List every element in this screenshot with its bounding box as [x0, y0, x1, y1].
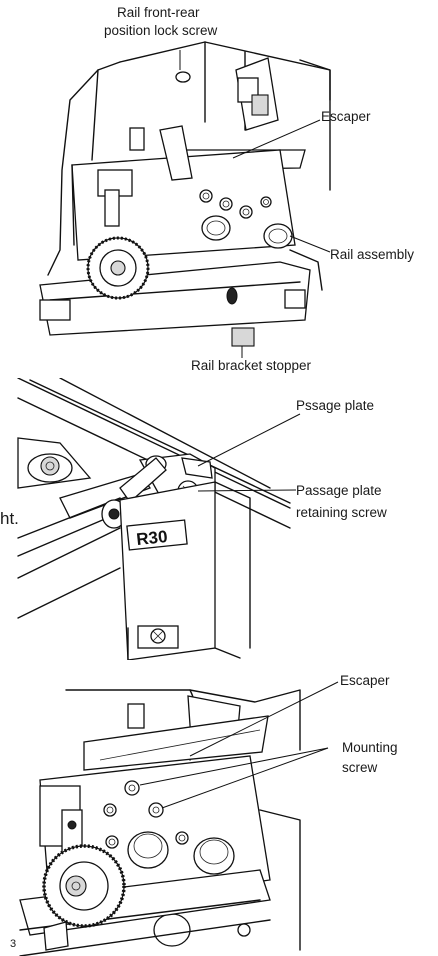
label-retaining-screw-line1: Passage plate — [296, 483, 382, 498]
figure-escaper-mounting: Escaper Mounting screw 3 — [0, 660, 438, 956]
rail-assembly-drawing — [39, 41, 331, 358]
plate-marking: R30 — [135, 527, 168, 549]
label-escaper-2: Escaper — [340, 673, 390, 688]
label-mounting-screw-line1: Mounting — [342, 740, 398, 755]
label-lock-screw-line2: position lock screw — [104, 23, 218, 38]
label-mounting-screw-line2: screw — [342, 760, 378, 775]
corner-mark: 3 — [10, 938, 17, 950]
label-rail-bracket-stopper: Rail bracket stopper — [191, 358, 312, 373]
label-rail-assembly: Rail assembly — [330, 247, 415, 262]
figure-passage-plate: R30 ht. Pssage plate Passage plate retai… — [0, 378, 438, 660]
cut-off-text: ht. — [0, 509, 19, 528]
label-escaper: Escaper — [321, 109, 371, 124]
figure-rail-assembly: Rail front-rear position lock screw Esca… — [0, 0, 438, 380]
escaper-mounting-drawing — [19, 681, 339, 956]
passage-plate-drawing: R30 — [17, 378, 301, 660]
label-retaining-screw-line2: retaining screw — [296, 505, 387, 520]
label-lock-screw-line1: Rail front-rear — [117, 5, 200, 20]
label-passage-plate: Pssage plate — [296, 398, 375, 413]
